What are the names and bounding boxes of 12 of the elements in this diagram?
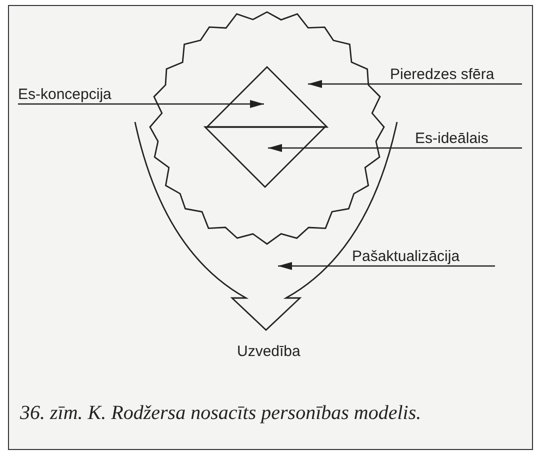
lower-triangle <box>205 127 325 187</box>
ideal-label: Es-ideālais <box>415 130 522 148</box>
concept-label: Es-koncepcija <box>18 86 138 104</box>
actualization-label: Pašaktualizācija <box>352 248 495 266</box>
leader-arrow <box>278 262 495 270</box>
leader-arrow <box>18 100 264 108</box>
sphere-label: Pieredzes sfēra <box>390 66 522 84</box>
leader-arrow <box>268 144 522 152</box>
figure-caption: 36. zīm. K. Rodžersa nosacīts personības modelis. <box>20 402 422 425</box>
leader-arrow <box>308 80 522 88</box>
upper-triangle <box>207 67 327 127</box>
output-label: Uzvedība <box>237 343 300 361</box>
